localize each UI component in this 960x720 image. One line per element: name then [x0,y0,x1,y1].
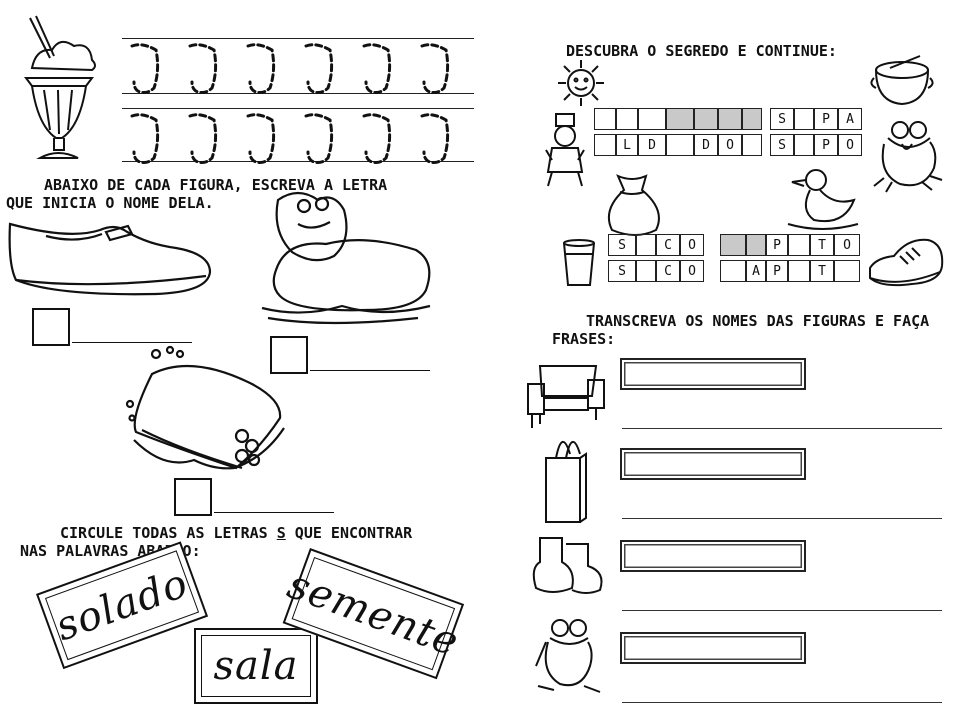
pot-icon [872,58,932,108]
tracing-letters [122,38,474,162]
grid2-right-r2-c4[interactable]: T [810,260,834,282]
instruction-first-letter: ABAIXO DE CADA FIGURA, ESCREVA A LETRA [44,176,388,194]
milkshake-icon [18,16,98,166]
sun-icon [556,58,606,108]
grid1-side-r1-c1[interactable] [794,108,814,130]
instruction-circle-s: CIRCULE TODAS AS LETRAS S QUE ENCONTRAR [60,524,413,542]
word-solado[interactable]: solado [49,560,195,651]
answer-line-frog[interactable] [310,370,430,371]
sack-icon [602,172,662,238]
grid2-right-r1-c4[interactable]: T [810,234,834,256]
grid2-right-r1-c1[interactable] [746,234,766,256]
grid1-side-r1-c0[interactable]: S [770,108,794,130]
answer-box-soap[interactable] [174,478,212,516]
grid2-left-r1-c2[interactable]: C [656,234,680,256]
answer-box-frog[interactable] [270,336,308,374]
grid2-right-r2-c1[interactable]: A [746,260,766,282]
grid2-left-r2-c2[interactable]: C [656,260,680,282]
sentence-line-4[interactable] [622,702,942,703]
answer-line-shoe[interactable] [72,342,192,343]
name-box-2[interactable] [620,448,806,480]
sentence-line-2[interactable] [622,518,942,519]
grid1-r1-c4[interactable] [694,108,718,130]
name-box-3[interactable] [620,540,806,572]
grid2-right-r1-c0[interactable] [720,234,746,256]
instruction-transcribe: TRANSCREVA OS NOMES DAS FIGURAS E FAÇA [586,312,930,330]
grid1-r2-c6[interactable] [742,134,762,156]
grid1-side-r1-c2[interactable]: P [814,108,838,130]
grid2-left-r1-c1[interactable] [636,234,656,256]
tracing-row-1 [122,38,474,94]
name-box-1[interactable] [620,358,806,390]
grid2-left-r2-c0[interactable]: S [608,260,636,282]
grid1-r2-c5[interactable]: O [718,134,742,156]
word-sala[interactable]: sala [213,643,299,689]
instruction-transcribe-cont: FRASES: [552,330,616,348]
grid1-r2-c0[interactable] [594,134,616,156]
instruction-discover-secret: DESCUBRA O SEGREDO E CONTINUE: [566,42,837,60]
grid1-side-r2-c0[interactable]: S [770,134,794,156]
answer-line-soap[interactable] [214,512,334,513]
grid2-left-r1-c3[interactable]: O [680,234,704,256]
grid2-right-r2-c5[interactable] [834,260,860,282]
word-card-solado: solado [36,541,209,670]
grid2-left-r2-c3[interactable]: O [680,260,704,282]
answer-box-shoe[interactable] [32,308,70,346]
grid1-r1-c0[interactable] [594,108,616,130]
underlined-s: S [276,524,286,542]
grid2-right-r1-c5[interactable]: O [834,234,860,256]
grid1-r2-c1[interactable]: L [616,134,638,156]
grid1-r1-c5[interactable] [718,108,742,130]
grid1-r1-c1[interactable] [616,108,638,130]
grid2-right-r1-c3[interactable] [788,234,810,256]
shoe-icon [6,218,212,300]
grid1-r2-c2[interactable]: D [638,134,666,156]
sofa-icon [526,362,606,432]
frog-icon-small [872,118,944,194]
grid2-right-r1-c2[interactable]: P [766,234,788,256]
grid1-r1-c2[interactable] [638,108,666,130]
sentence-line-3[interactable] [622,610,942,611]
grid2-right-r2-c3[interactable] [788,260,810,282]
boots-icon [530,534,606,600]
bag-icon [540,434,588,526]
grid1-r1-c3[interactable] [666,108,694,130]
soap-icon [124,344,300,474]
grid2-left-r1-c0[interactable]: S [608,234,636,256]
grid1-r1-c6[interactable] [742,108,762,130]
frog-on-rock-icon [258,190,438,330]
grid1-side-r2-c2[interactable]: P [814,134,838,156]
grid2-left-r2-c1[interactable] [636,260,656,282]
grid1-side-r2-c1[interactable] [794,134,814,156]
grid1-r2-c3[interactable] [666,134,694,156]
duck-icon [786,166,860,232]
frog-icon [532,616,606,696]
grid1-side-r2-c3[interactable]: O [838,134,862,156]
tracing-row-2 [122,108,474,162]
name-box-4[interactable] [620,632,806,664]
grid2-right-r2-c2[interactable]: P [766,260,788,282]
sentence-line-1[interactable] [622,428,942,429]
toy-soldier-icon [542,110,592,190]
sneaker-icon [866,238,946,290]
glass-icon [560,238,598,288]
grid1-side-r1-c3[interactable]: A [838,108,862,130]
grid1-r2-c4[interactable]: D [694,134,718,156]
instruction-first-letter-cont: QUE INICIA O NOME DELA. [6,194,214,212]
word-card-sala: sala [194,628,318,704]
grid2-right-r2-c0[interactable] [720,260,746,282]
